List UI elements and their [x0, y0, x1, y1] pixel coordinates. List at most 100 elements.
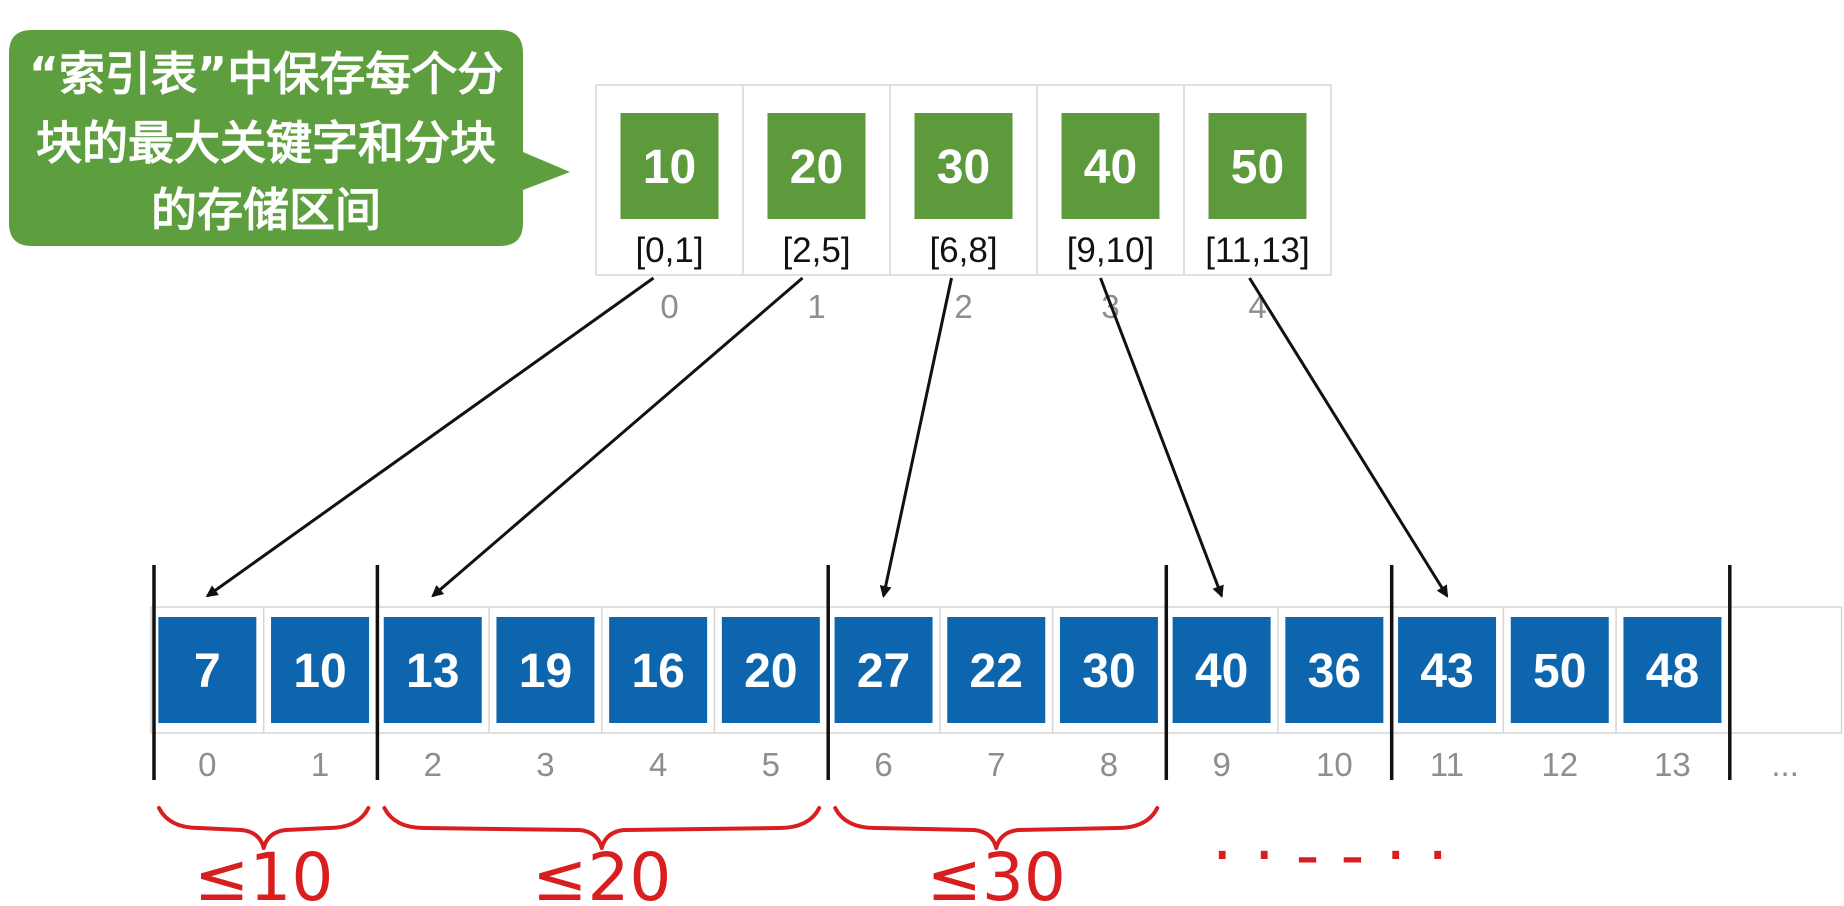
- annotation-label: · · - - · ·: [1212, 817, 1448, 894]
- index-range-label: [2,5]: [782, 231, 850, 270]
- array-value-box: [271, 617, 370, 723]
- annotation: ≤20: [382, 806, 822, 906]
- array-index-label: 7: [987, 746, 1005, 783]
- annotation: ≤10: [157, 806, 371, 906]
- array-index-label: 2: [424, 746, 442, 783]
- callout-line-3: 的存储区间: [151, 183, 381, 237]
- array-value-box: [1285, 617, 1384, 723]
- array-cell: 22 7: [947, 617, 1046, 783]
- index-to-block-arrow: [1099, 277, 1224, 598]
- index-key-box: [767, 113, 866, 219]
- array-cell: 30 8: [1059, 617, 1158, 783]
- array-value-box: [1623, 617, 1722, 723]
- array-cell: 70: [158, 617, 257, 783]
- array-value-box: [834, 617, 933, 723]
- index-key-value: 40: [1084, 141, 1137, 194]
- array-ellipsis: ...: [1771, 746, 1799, 783]
- array-value: 20: [744, 645, 797, 698]
- array-value: 40: [1195, 645, 1248, 698]
- array-value: 7: [194, 645, 221, 698]
- array-value: 19: [519, 645, 572, 698]
- array-value-box: [496, 617, 595, 723]
- array-cell: 20 5: [721, 617, 820, 783]
- annotation: ≤30: [833, 806, 1160, 906]
- array-value: 22: [970, 645, 1023, 698]
- array-index-label: 6: [874, 746, 892, 783]
- array-value: 43: [1420, 645, 1473, 698]
- curly-brace: [833, 806, 1160, 850]
- array-value-box: [947, 617, 1046, 723]
- array-cell: 101: [271, 617, 370, 783]
- array-index-label: 0: [198, 746, 216, 783]
- array-value: 13: [406, 645, 459, 698]
- array-value-box: [1398, 617, 1497, 723]
- array-cell: 16 4: [609, 617, 708, 783]
- index-entry: 50[11,13]4: [1183, 85, 1310, 325]
- index-key-value: 20: [790, 141, 843, 194]
- array-index-label: 9: [1212, 746, 1230, 783]
- array-index-label: 10: [1316, 746, 1353, 783]
- array-value: 50: [1533, 645, 1586, 698]
- index-key-value: 30: [937, 141, 990, 194]
- index-key-box: [914, 113, 1013, 219]
- array-value: 36: [1308, 645, 1361, 698]
- array-index-label: 4: [649, 746, 667, 783]
- data-array: 7010113219316420527622730840936104311501…: [150, 606, 1843, 783]
- callout-shape: [9, 30, 570, 246]
- handwritten-annotations: ≤10 ≤20 ≤30 · · - - · ·: [157, 806, 1448, 906]
- array-value-box: [1172, 617, 1271, 723]
- index-entry: 20 [2,5] 1: [742, 85, 866, 325]
- array-cell: 19 3: [496, 617, 595, 783]
- array-index-label: 13: [1654, 746, 1691, 783]
- array-cell: 40 9: [1172, 617, 1271, 783]
- array-value: 16: [631, 645, 684, 698]
- array-index-label: 1: [311, 746, 329, 783]
- index-links: [205, 276, 1449, 598]
- array-value: 30: [1082, 645, 1135, 698]
- index-position-label: 0: [660, 288, 678, 325]
- curly-brace: [157, 806, 371, 850]
- array-value-box: [721, 617, 820, 723]
- array-value-box: [383, 617, 482, 723]
- index-key-value: 50: [1231, 141, 1284, 194]
- array-index-label: 5: [762, 746, 780, 783]
- curly-brace: [382, 806, 822, 850]
- array-cell: 36 10: [1285, 617, 1384, 783]
- index-range-label: [6,8]: [929, 231, 997, 270]
- array-index-label: 3: [536, 746, 554, 783]
- index-entry: 40[9,10]3: [1036, 85, 1160, 325]
- index-range-label: [9,10]: [1067, 231, 1155, 270]
- array-cell: 27 6: [834, 617, 933, 783]
- array-value-box: [609, 617, 708, 723]
- array-value: 27: [857, 645, 910, 698]
- index-range-label: [0,1]: [635, 231, 703, 270]
- index-key-box: [620, 113, 719, 219]
- array-value-box: [1059, 617, 1158, 723]
- index-position-label: 1: [807, 288, 825, 325]
- annotation-label: ≤10: [194, 839, 333, 906]
- index-to-block-arrow: [879, 277, 953, 598]
- annotation-label: ≤20: [532, 839, 671, 906]
- index-key-value: 10: [643, 141, 696, 194]
- callout-bubble: “索引表”中保存每个分 块的最大关键字和分块 的存储区间: [9, 30, 570, 246]
- index-position-label: 2: [954, 288, 972, 325]
- index-range-label: [11,13]: [1205, 231, 1309, 270]
- index-table: 10[0,1]020[2,5]130[6,8]240[9,10]350[11,1…: [595, 84, 1332, 325]
- index-to-block-arrow: [1248, 277, 1449, 598]
- array-index-label: 11: [1430, 746, 1464, 783]
- block-boundaries: [152, 565, 1732, 780]
- index-to-block-arrow: [431, 276, 804, 598]
- array-value-box: [158, 617, 257, 723]
- array-index-label: 8: [1100, 746, 1118, 783]
- index-to-block-arrow: [205, 276, 655, 598]
- index-entry: 10 [0,1] 0: [620, 113, 719, 325]
- annotation: · · - - · ·: [1212, 817, 1448, 894]
- index-key-box: [1208, 113, 1307, 219]
- array-cell: 13 2: [383, 617, 482, 783]
- array-cell: 43 11: [1398, 617, 1497, 783]
- callout-line-2: 块的最大关键字和分块: [36, 116, 496, 170]
